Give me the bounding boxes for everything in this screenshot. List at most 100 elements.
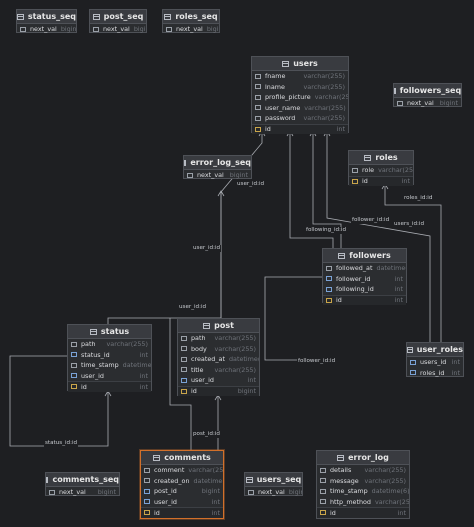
column-name: post_id: [154, 487, 177, 496]
column-row[interactable]: post_id bigint: [141, 486, 223, 497]
edge-label: following_id:id: [305, 227, 348, 234]
table-header: post: [178, 319, 259, 333]
column-name: path: [81, 340, 96, 349]
column-icon: [255, 115, 261, 121]
column-icon: [352, 167, 358, 173]
foreign-key-icon: [71, 352, 77, 358]
column-name: id: [81, 382, 87, 391]
foreign-key-icon: [144, 488, 150, 494]
table-title: roles_seq: [175, 12, 218, 21]
column-type: int: [451, 358, 460, 367]
primary-key-row[interactable]: id int: [68, 381, 151, 392]
column-name: password: [265, 114, 296, 123]
column-name: id: [330, 508, 336, 517]
key-icon: [144, 510, 150, 516]
column-name: created_on: [154, 476, 190, 485]
column-icon: [248, 489, 254, 495]
column-type: bigint: [201, 487, 220, 496]
table-icon: [282, 60, 290, 67]
table-header: error_log_seq: [184, 156, 251, 170]
table-icon: [203, 322, 211, 329]
column-icon: [255, 84, 261, 90]
edge-label: roles_id:id: [403, 195, 434, 202]
column-icon: [320, 467, 326, 473]
column-icon: [93, 26, 99, 32]
table-header: users: [252, 57, 348, 71]
column-type: int: [139, 382, 148, 391]
table-title: users_seq: [256, 475, 302, 484]
column-type: bigint: [60, 25, 76, 34]
table-title: roles: [375, 153, 398, 162]
edge-label: users_id:id: [393, 221, 426, 228]
column-name: path: [191, 334, 206, 343]
foreign-key-icon: [410, 370, 416, 376]
column-type: int: [139, 350, 148, 359]
column-name: body: [191, 344, 207, 353]
foreign-key-icon: [326, 286, 332, 292]
column-row[interactable]: user_id int: [68, 371, 151, 382]
column-type: int: [394, 285, 403, 294]
column-type: int: [401, 177, 410, 186]
column-name: title: [191, 365, 204, 374]
column-type: int: [139, 371, 148, 380]
key-icon: [352, 178, 358, 184]
column-name: user_id: [81, 371, 104, 380]
table-header: error_log: [317, 451, 409, 465]
table-icon: [92, 13, 100, 20]
